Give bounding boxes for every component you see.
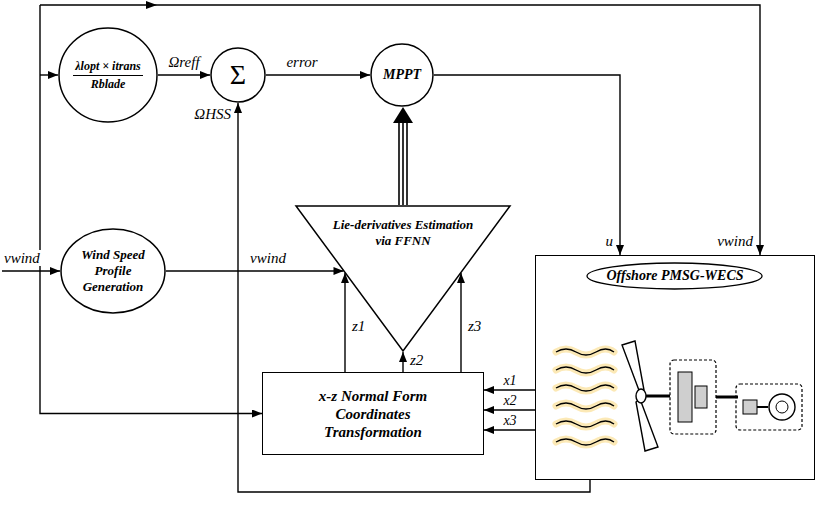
- generator-circle: Wind Speed Profile Generation: [60, 228, 166, 314]
- connector-line: [158, 74, 210, 75]
- circle-shape: [371, 44, 433, 106]
- signal-wire: [40, 5, 760, 255]
- input-label: vwind: [716, 233, 754, 249]
- wind-streak: [556, 439, 614, 445]
- node-content: MPPT: [370, 43, 434, 107]
- node-text: Wind Speed Profile Generation: [71, 247, 155, 295]
- connector-line: [238, 103, 590, 492]
- rotor-blade: [636, 399, 658, 451]
- connector-line: [484, 389, 535, 390]
- circle-shape: [211, 48, 265, 102]
- signal-label: error: [285, 54, 318, 70]
- circle-shape: [59, 28, 157, 122]
- node-content: Offshore PMSG-WECS: [536, 256, 814, 479]
- gear: [678, 372, 692, 422]
- wind-streak: [556, 439, 614, 445]
- arrowhead: [393, 107, 413, 123]
- heading-ellipse: Offshore PMSG-WECS: [586, 262, 763, 290]
- wind-streak: [556, 403, 614, 409]
- generator: [769, 394, 795, 420]
- vector-line: [406, 121, 408, 205]
- input-label: vwind: [3, 250, 41, 266]
- signal-arrow: [345, 273, 346, 372]
- signal-arrow: [166, 271, 343, 272]
- coupling: [743, 400, 757, 414]
- rotor-hub: [636, 389, 646, 403]
- wind-streak: [556, 421, 614, 427]
- wind-streak: [556, 367, 614, 373]
- vector-arrow: [393, 107, 413, 205]
- turbine-illustration: [556, 341, 802, 451]
- signal-label: x2: [502, 393, 517, 409]
- node-heading: Offshore PMSG-WECS: [606, 268, 743, 284]
- node-text: x-z Normal Form Coordinates Transformati…: [311, 387, 436, 441]
- node-content: Wind Speed Profile Generation: [60, 228, 166, 314]
- ellipse-shape: [587, 263, 762, 289]
- node-text: MPPT: [383, 67, 421, 83]
- node-text: Rblade: [89, 76, 128, 93]
- gear: [695, 386, 707, 408]
- connector-line: [484, 429, 535, 430]
- gearbox-housing: [670, 360, 716, 434]
- wind-streak: [556, 349, 614, 355]
- vector-line: [398, 121, 400, 205]
- wind-streak: [556, 385, 614, 391]
- signal-arrow: [484, 410, 535, 411]
- connector-line: [344, 273, 345, 372]
- signal-arrow: [403, 352, 404, 372]
- node-content: λlopt × itransRblade: [58, 27, 158, 123]
- signal-arrow: [266, 75, 370, 76]
- transform-box: x-z Normal Form Coordinates Transformati…: [262, 372, 484, 455]
- node-content: Σ: [210, 47, 266, 103]
- signal-label: z3: [467, 318, 482, 334]
- signal-label: vwind: [249, 250, 287, 266]
- signal-arrow: [238, 103, 590, 492]
- wind-streak: [556, 403, 614, 409]
- wind-streak: [556, 349, 614, 355]
- node-text: Σ: [230, 60, 246, 90]
- circle-shape: [61, 229, 165, 313]
- signal-arrow: [484, 390, 535, 391]
- signal-label: ΩHSS: [193, 106, 232, 122]
- signal-label: x3: [502, 413, 517, 429]
- node-text: Lie-derivatives Estimation via FFNN: [328, 217, 478, 249]
- triangle-shape: [296, 206, 510, 351]
- signal-label: z1: [351, 318, 366, 334]
- wind-glow: [556, 349, 614, 445]
- signal-label: z2: [409, 352, 424, 368]
- node-text: λlopt × itrans: [73, 58, 143, 76]
- gain-circle: λlopt × itransRblade: [58, 27, 158, 123]
- wind-streak: [556, 367, 614, 373]
- signal-arrow: [461, 273, 462, 372]
- connector-line: [460, 273, 461, 372]
- connector-line: [484, 409, 535, 410]
- signal-wire: [40, 74, 58, 75]
- plant-box: Offshore PMSG-WECS: [535, 255, 815, 480]
- node-content: x-z Normal Form Coordinates Transformati…: [263, 373, 483, 454]
- vector-line: [402, 121, 404, 205]
- signal-wire: [2, 270, 60, 271]
- generator-shaft: [757, 406, 768, 408]
- generator-rotor: [776, 401, 788, 413]
- summing-junction: Σ: [210, 47, 266, 103]
- signal-arrow: [158, 75, 210, 76]
- wind-lines: [556, 349, 614, 445]
- wind-streak: [556, 421, 614, 427]
- rotor-blade: [622, 341, 644, 393]
- connector-line: [402, 352, 403, 372]
- generator-housing: [736, 384, 802, 430]
- controller-circle: MPPT: [370, 43, 434, 107]
- connector-line: [166, 270, 343, 271]
- signal-label: x1: [502, 373, 517, 389]
- low-speed-shaft: [646, 395, 670, 398]
- signal-arrow: [484, 430, 535, 431]
- signal-label: Ωreff: [167, 54, 200, 70]
- high-speed-shaft: [716, 396, 738, 399]
- signal-label: u: [605, 233, 615, 249]
- wind-streak: [556, 385, 614, 391]
- connector-line: [266, 74, 370, 75]
